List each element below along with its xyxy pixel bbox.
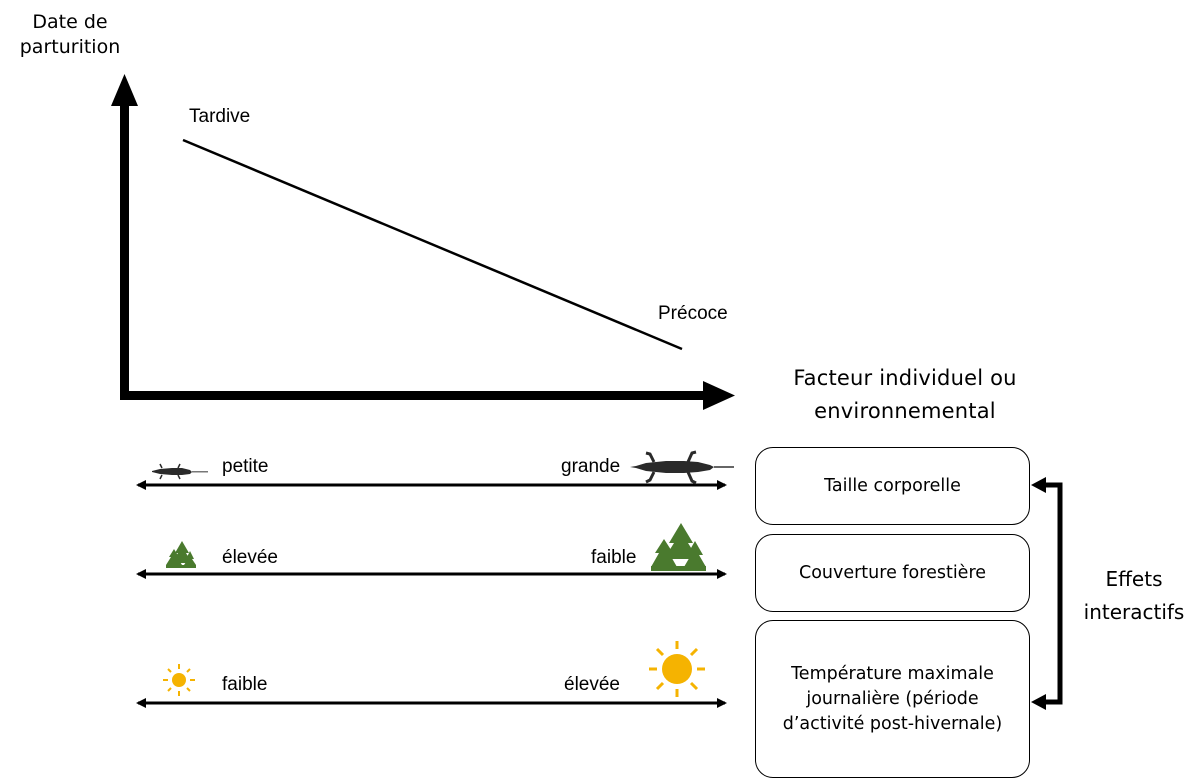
trend-line xyxy=(182,138,683,351)
lizard-large-icon xyxy=(630,450,734,485)
forest-right-label: faible xyxy=(591,547,637,568)
y-axis-title: Date de parturition xyxy=(19,11,121,58)
sun-large-icon xyxy=(649,641,705,697)
trend-low-label: Précoce xyxy=(658,303,728,324)
sun-small-icon xyxy=(163,664,195,696)
trees-small-icon xyxy=(166,541,196,568)
y-axis-arrowhead xyxy=(111,74,138,106)
factor-box-temperature: Température maximale journalière (périod… xyxy=(755,620,1030,778)
temperature-left-label: faible xyxy=(222,674,268,695)
temperature-right-label: élevée xyxy=(564,674,620,695)
factor-box-body-size: Taille corporelle xyxy=(755,447,1030,525)
interaction-label: Effets interactifs xyxy=(1083,567,1185,624)
lizard-small-icon xyxy=(152,463,208,480)
x-axis-title: Facteur individuel ou environnemental xyxy=(793,366,1017,423)
factor-box-forest-cover: Couverture forestière xyxy=(755,534,1030,612)
trees-large-icon xyxy=(651,523,706,571)
interaction-bracket xyxy=(1031,477,1063,710)
size-left-label: petite xyxy=(222,456,269,477)
x-axis xyxy=(120,381,735,410)
trend-high-label: Tardive xyxy=(189,106,251,127)
x-axis-arrowhead xyxy=(703,381,735,410)
factor-name-temperature: Température maximale journalière (périod… xyxy=(782,663,1003,734)
y-axis xyxy=(111,74,138,400)
forest-left-label: élevée xyxy=(222,547,278,568)
size-right-label: grande xyxy=(561,456,621,477)
factor-name-forest-cover: Couverture forestière xyxy=(798,562,987,583)
factor-name-body-size: Taille corporelle xyxy=(824,475,961,496)
